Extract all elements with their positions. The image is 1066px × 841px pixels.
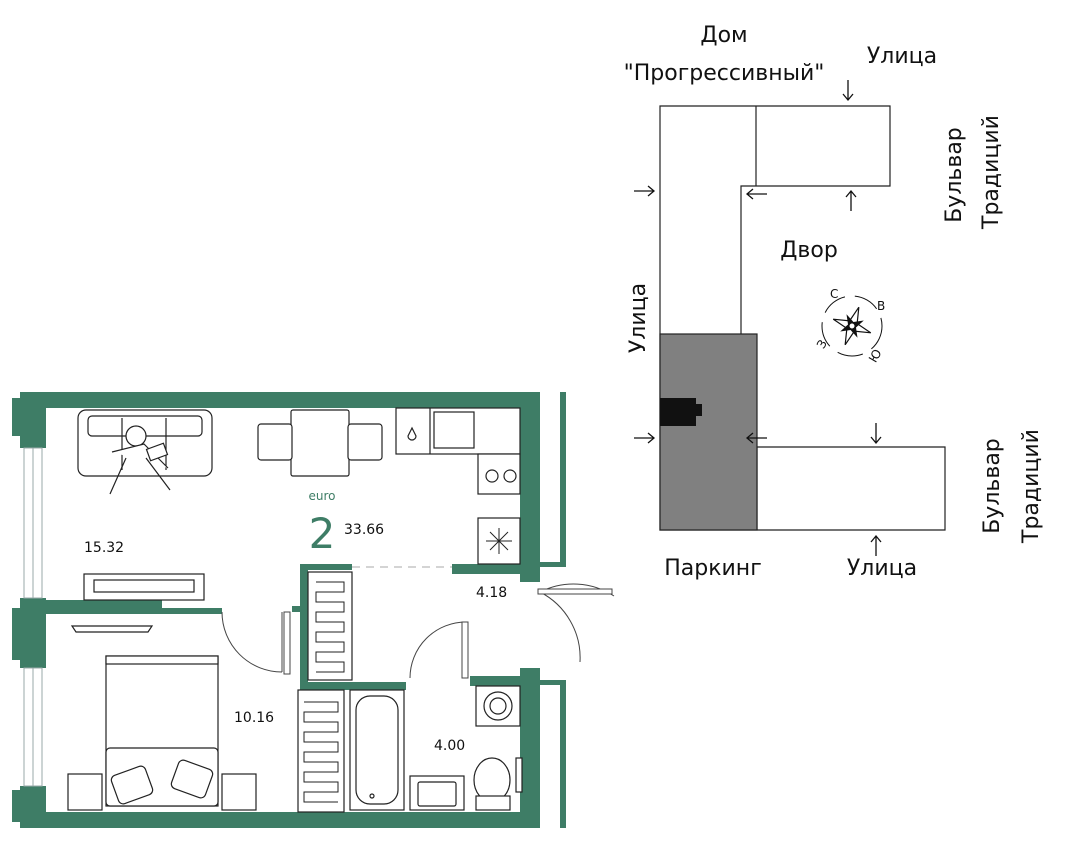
sink-icon [409, 775, 465, 811]
tv-stand-icon [83, 573, 205, 601]
arrow-icon [870, 423, 882, 445]
arrow-icon [634, 185, 656, 197]
bathroom-area: 4.00 [434, 738, 465, 754]
nightstand-right-icon [221, 773, 257, 811]
door-bathroom [409, 621, 467, 679]
living-kitchen-area: 15.32 [84, 540, 124, 556]
compass-south: Ю [866, 347, 885, 365]
parking-label: Паркинг [664, 556, 762, 581]
apartment-walls [12, 392, 566, 828]
washing-machine-icon [475, 685, 521, 727]
furniture [67, 407, 523, 813]
arrow-icon [845, 189, 857, 211]
arrow-icon [634, 432, 656, 444]
arrow-icon [745, 432, 767, 444]
entrance-arrows [634, 80, 882, 556]
snowflake-icon [486, 528, 512, 554]
street-bottom-label: Улица [847, 556, 917, 581]
hallway-area: 4.18 [476, 585, 507, 601]
kitchen-unit-icon [395, 407, 521, 565]
bed-icon [105, 655, 219, 807]
building-name-line2: "Прогрессивный" [624, 61, 825, 86]
bathtub-icon [349, 689, 405, 811]
total-area: 33.66 [344, 522, 384, 538]
tv-icon [70, 625, 154, 633]
boulevard-top-line1: Бульвар [942, 127, 967, 223]
dining-table-icon [257, 409, 383, 477]
format-label: euro [309, 489, 336, 503]
street-top-label: Улица [867, 44, 937, 69]
entrance-icon [660, 398, 696, 426]
street-left-label: Улица [626, 283, 651, 353]
arrow-icon [870, 534, 882, 556]
site-plan [659, 105, 946, 531]
door-bedroom [221, 611, 283, 673]
windows [23, 447, 43, 787]
bedroom-area: 10.16 [234, 710, 274, 726]
sofa-icon [77, 409, 213, 495]
boulevard-top-line2: Традиций [979, 115, 1004, 230]
courtyard-label: Двор [780, 238, 838, 263]
rooms-count: 2 [309, 509, 336, 558]
compass-north: С [830, 287, 838, 301]
compass-west: З [814, 337, 830, 351]
heater-icon [515, 757, 523, 793]
towel-radiator-icon [297, 571, 353, 813]
compass-east: В [877, 299, 885, 313]
boulevard-bottom-line2: Традиций [1019, 429, 1044, 544]
arrow-icon [842, 80, 854, 102]
nightstand-left-icon [67, 773, 103, 811]
doors [221, 566, 615, 679]
parking-block [659, 333, 758, 531]
toilet-icon [473, 757, 511, 811]
building-name-line1: Дом [700, 23, 747, 48]
compass-rose-icon: С В Ю З [814, 287, 885, 365]
arrow-icon [745, 188, 767, 200]
boulevard-bottom-line1: Бульвар [980, 438, 1005, 534]
